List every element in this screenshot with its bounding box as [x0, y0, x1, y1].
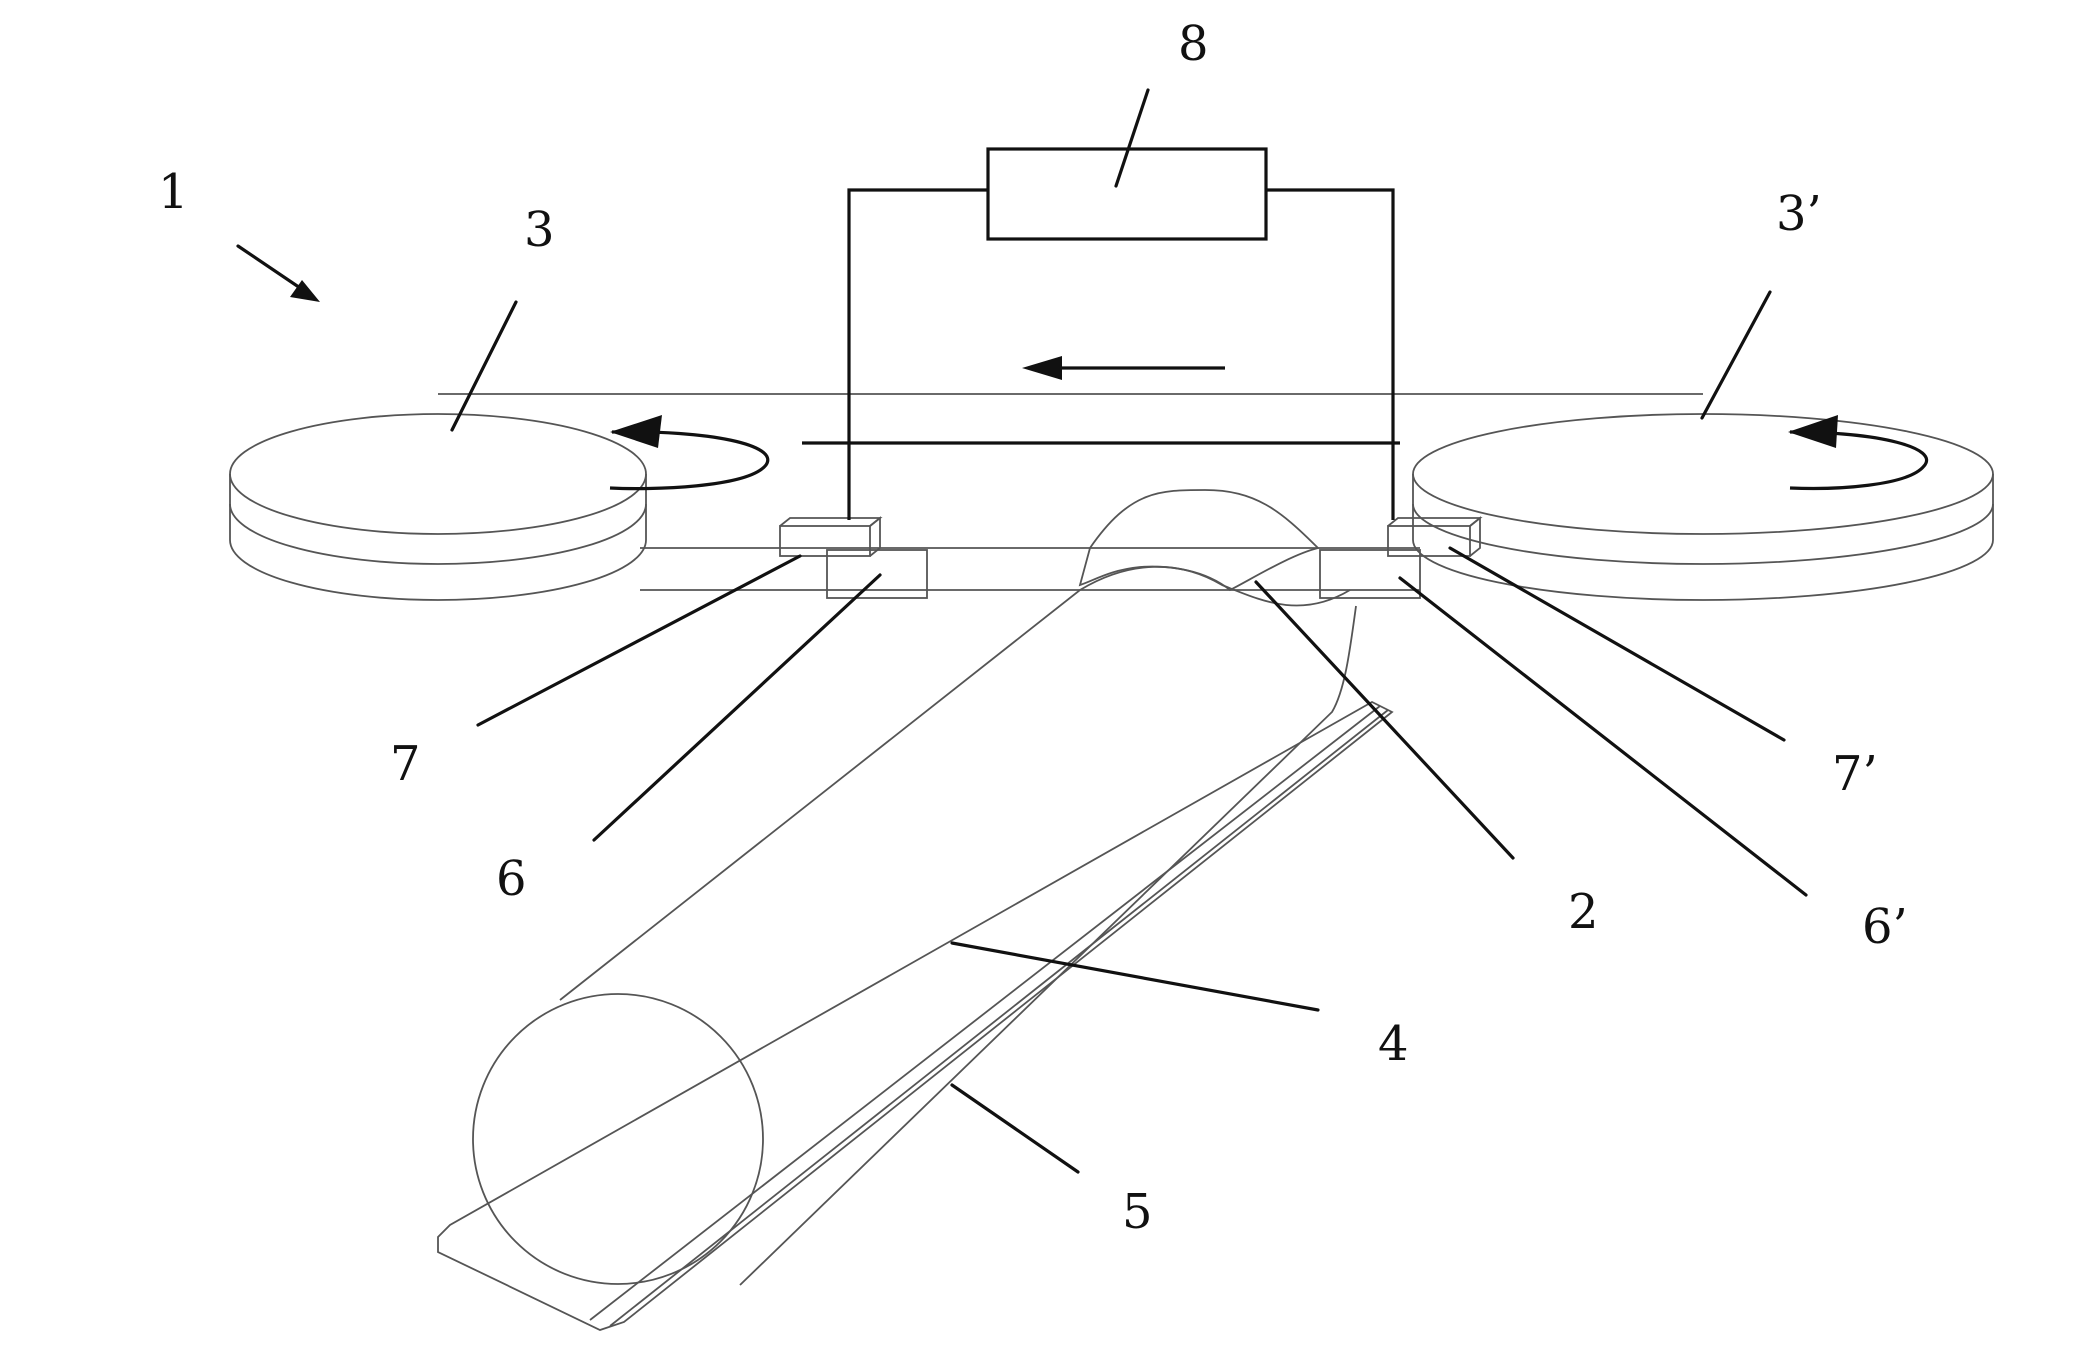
- belt-direction-arrow: [1022, 356, 1225, 380]
- label-8: 8: [1178, 16, 1209, 72]
- wire-right: [1266, 190, 1393, 520]
- label-3-prime: 3’: [1776, 186, 1822, 242]
- leader-7-prime: [1450, 548, 1784, 740]
- power-source-8: [988, 149, 1266, 239]
- rotation-arrow-left-curve: [610, 432, 768, 489]
- pulley-3-top: [230, 414, 646, 534]
- electrode-7-prime-right-face: [1470, 518, 1480, 556]
- leader-5: [952, 1085, 1078, 1172]
- leader-6-prime: [1400, 578, 1806, 895]
- electrode-7-face: [780, 526, 870, 556]
- tray-5-edge-inner: [590, 706, 1380, 1320]
- rotation-arrow-right-head: [1788, 415, 1838, 448]
- label-7: 7: [390, 736, 421, 792]
- drum-end-face: [473, 994, 763, 1284]
- drum-upper-edge: [560, 567, 1350, 1000]
- label-5: 5: [1122, 1184, 1153, 1240]
- label-4: 4: [1378, 1016, 1409, 1072]
- rotation-arrow-right-curve: [1790, 432, 1927, 488]
- leader-2: [1256, 582, 1513, 858]
- leader-3: [452, 302, 516, 430]
- label-3: 3: [524, 202, 555, 258]
- electrode-7-top: [780, 518, 880, 526]
- rotation-arrow-right: [1788, 415, 1927, 488]
- belt-2: [438, 394, 1703, 590]
- tray-5: [438, 702, 1392, 1330]
- belt-direction-head: [1022, 356, 1062, 380]
- drum-lower-edge: [740, 606, 1356, 1285]
- label-2: 2: [1568, 884, 1599, 940]
- electrode-7-prime-top: [1388, 518, 1480, 526]
- rotation-arrow-left: [610, 415, 768, 489]
- leader-4: [952, 943, 1318, 1010]
- label-7-prime: 7’: [1832, 746, 1878, 802]
- label-6: 6: [496, 851, 527, 907]
- leader-8: [1116, 90, 1148, 186]
- leader-7: [478, 556, 800, 725]
- pulley-3-side: [230, 474, 646, 600]
- label-6-prime: 6’: [1862, 899, 1908, 955]
- pulley-3-prime-top: [1413, 414, 1993, 534]
- drum-4: [438, 567, 1392, 1330]
- pulley-3-prime: [1413, 414, 1993, 600]
- leader-6: [594, 575, 880, 840]
- leader-3-prime: [1702, 292, 1770, 418]
- pulley-3: [230, 414, 646, 600]
- label-1: 1: [158, 164, 189, 220]
- pulley-3-prime-side: [1413, 474, 1993, 600]
- wire-left: [849, 190, 988, 520]
